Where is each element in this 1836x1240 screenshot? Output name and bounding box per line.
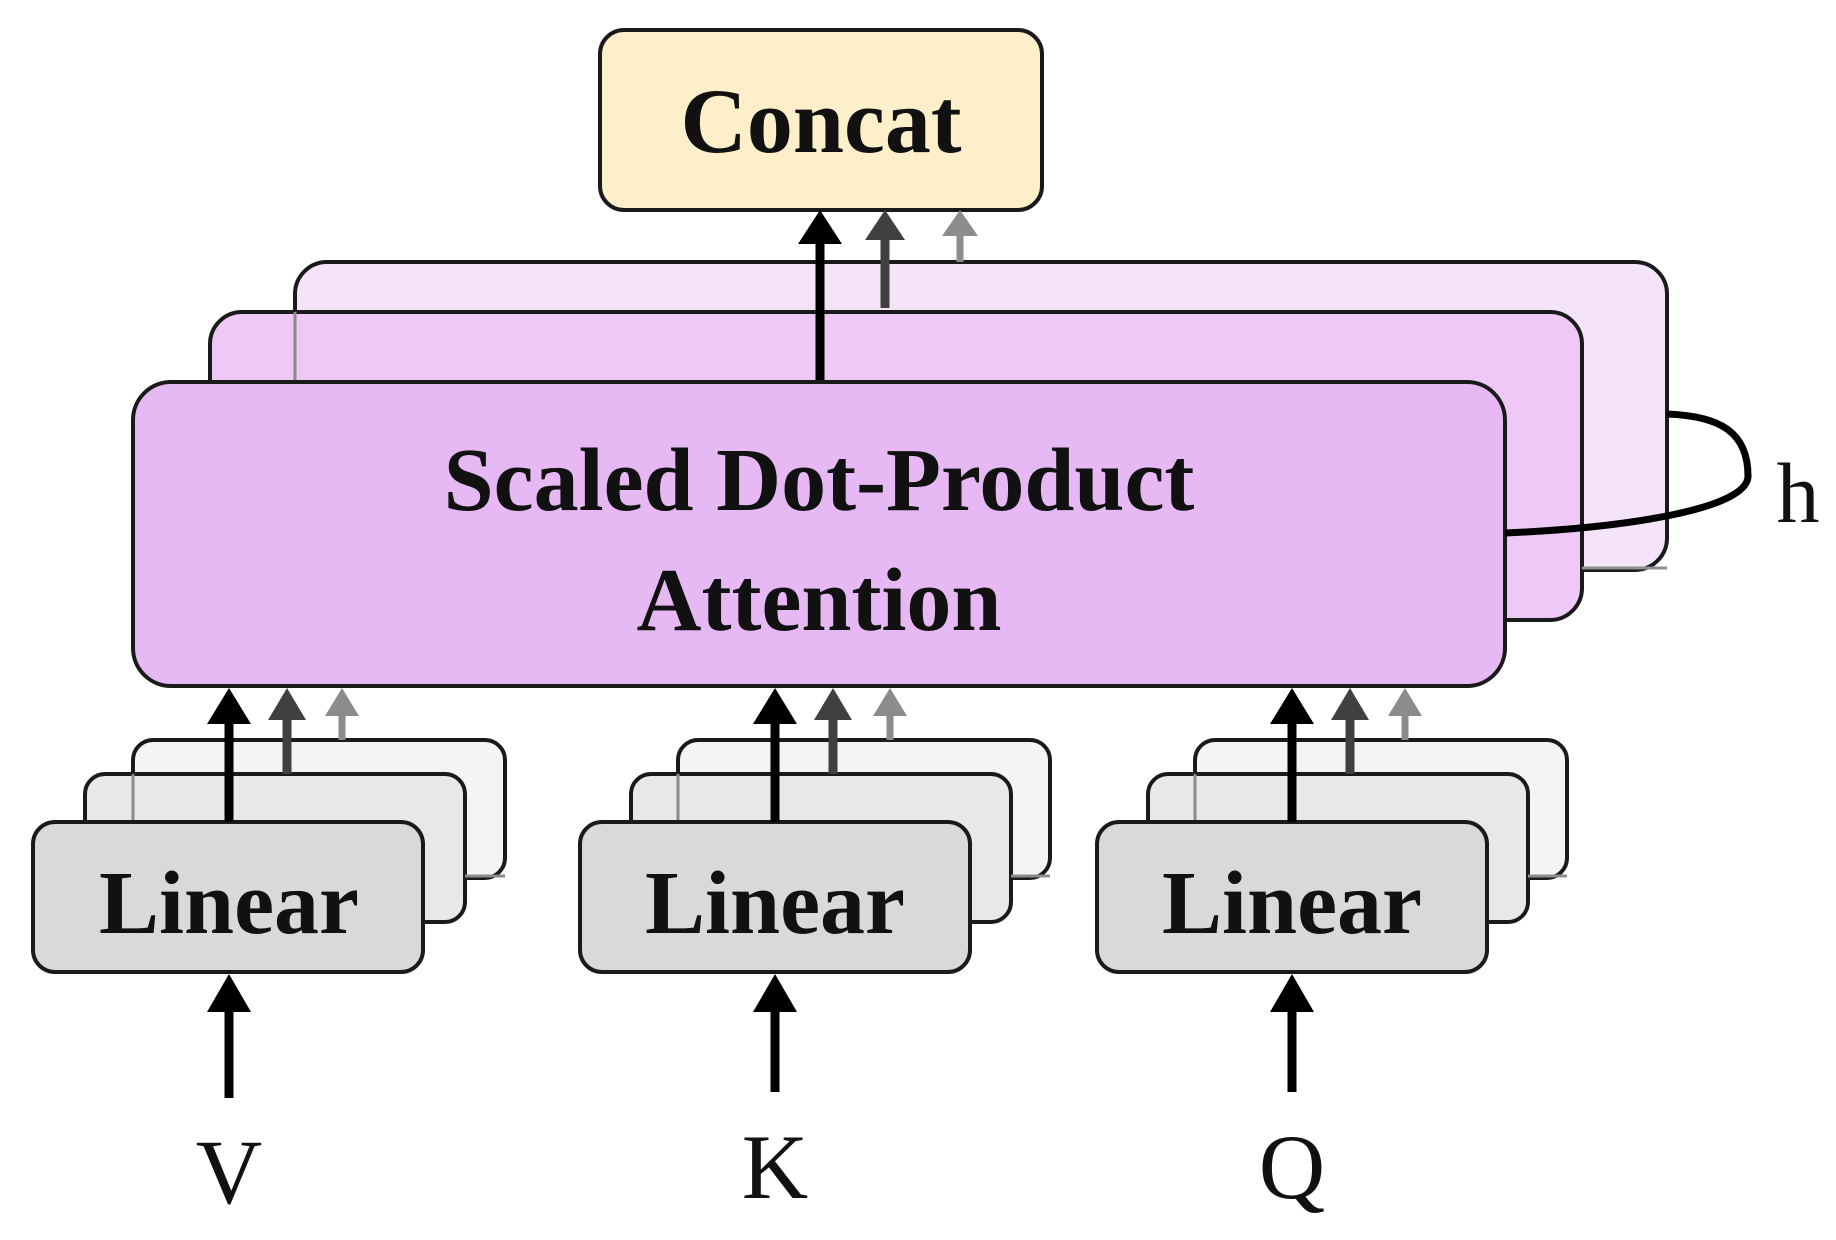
arrow-k-back (873, 688, 907, 740)
arrow-q-mid (1331, 688, 1369, 774)
heads-loop: h (1504, 410, 1820, 541)
heads-loop-curve (1504, 410, 1752, 537)
linear-q-label: Linear (1162, 854, 1422, 953)
arrow-input-k (753, 974, 797, 1092)
arrow-back-to-concat (942, 210, 978, 262)
attention-label-line2: Attention (637, 551, 1002, 650)
arrow-q-front (1270, 688, 1314, 822)
attention-head-front: Scaled Dot-Product Attention (131, 380, 1507, 688)
arrow-v-mid (268, 688, 306, 774)
input-q-label: Q (1259, 1116, 1325, 1218)
attention-rect (131, 380, 1507, 688)
arrow-k-front (753, 688, 797, 822)
linear-stack-k: Linear K (578, 688, 1052, 1218)
arrow-input-v (207, 974, 251, 1098)
concat-box: Concat (598, 28, 1044, 212)
arrow-input-q (1270, 974, 1314, 1092)
attention-label-line1: Scaled Dot-Product (444, 431, 1195, 530)
arrow-front-to-concat (798, 210, 842, 382)
concat-rect (598, 28, 1044, 212)
arrow-q-back (1388, 688, 1422, 740)
heads-label: h (1777, 445, 1820, 541)
attention-to-concat-arrows (798, 210, 978, 382)
concat-label: Concat (680, 70, 961, 172)
arrow-v-back (325, 688, 359, 740)
arrow-v-front (207, 688, 251, 822)
linear-k-label: Linear (645, 854, 905, 953)
input-v-label: V (196, 1121, 262, 1223)
linear-stack-q: Linear Q (1095, 688, 1569, 1218)
input-k-label: K (742, 1116, 808, 1218)
arrow-k-mid (814, 688, 852, 774)
arrow-mid-to-concat (865, 210, 905, 308)
linear-stack-v: Linear V (31, 688, 507, 1223)
linear-v-label: Linear (99, 854, 359, 953)
